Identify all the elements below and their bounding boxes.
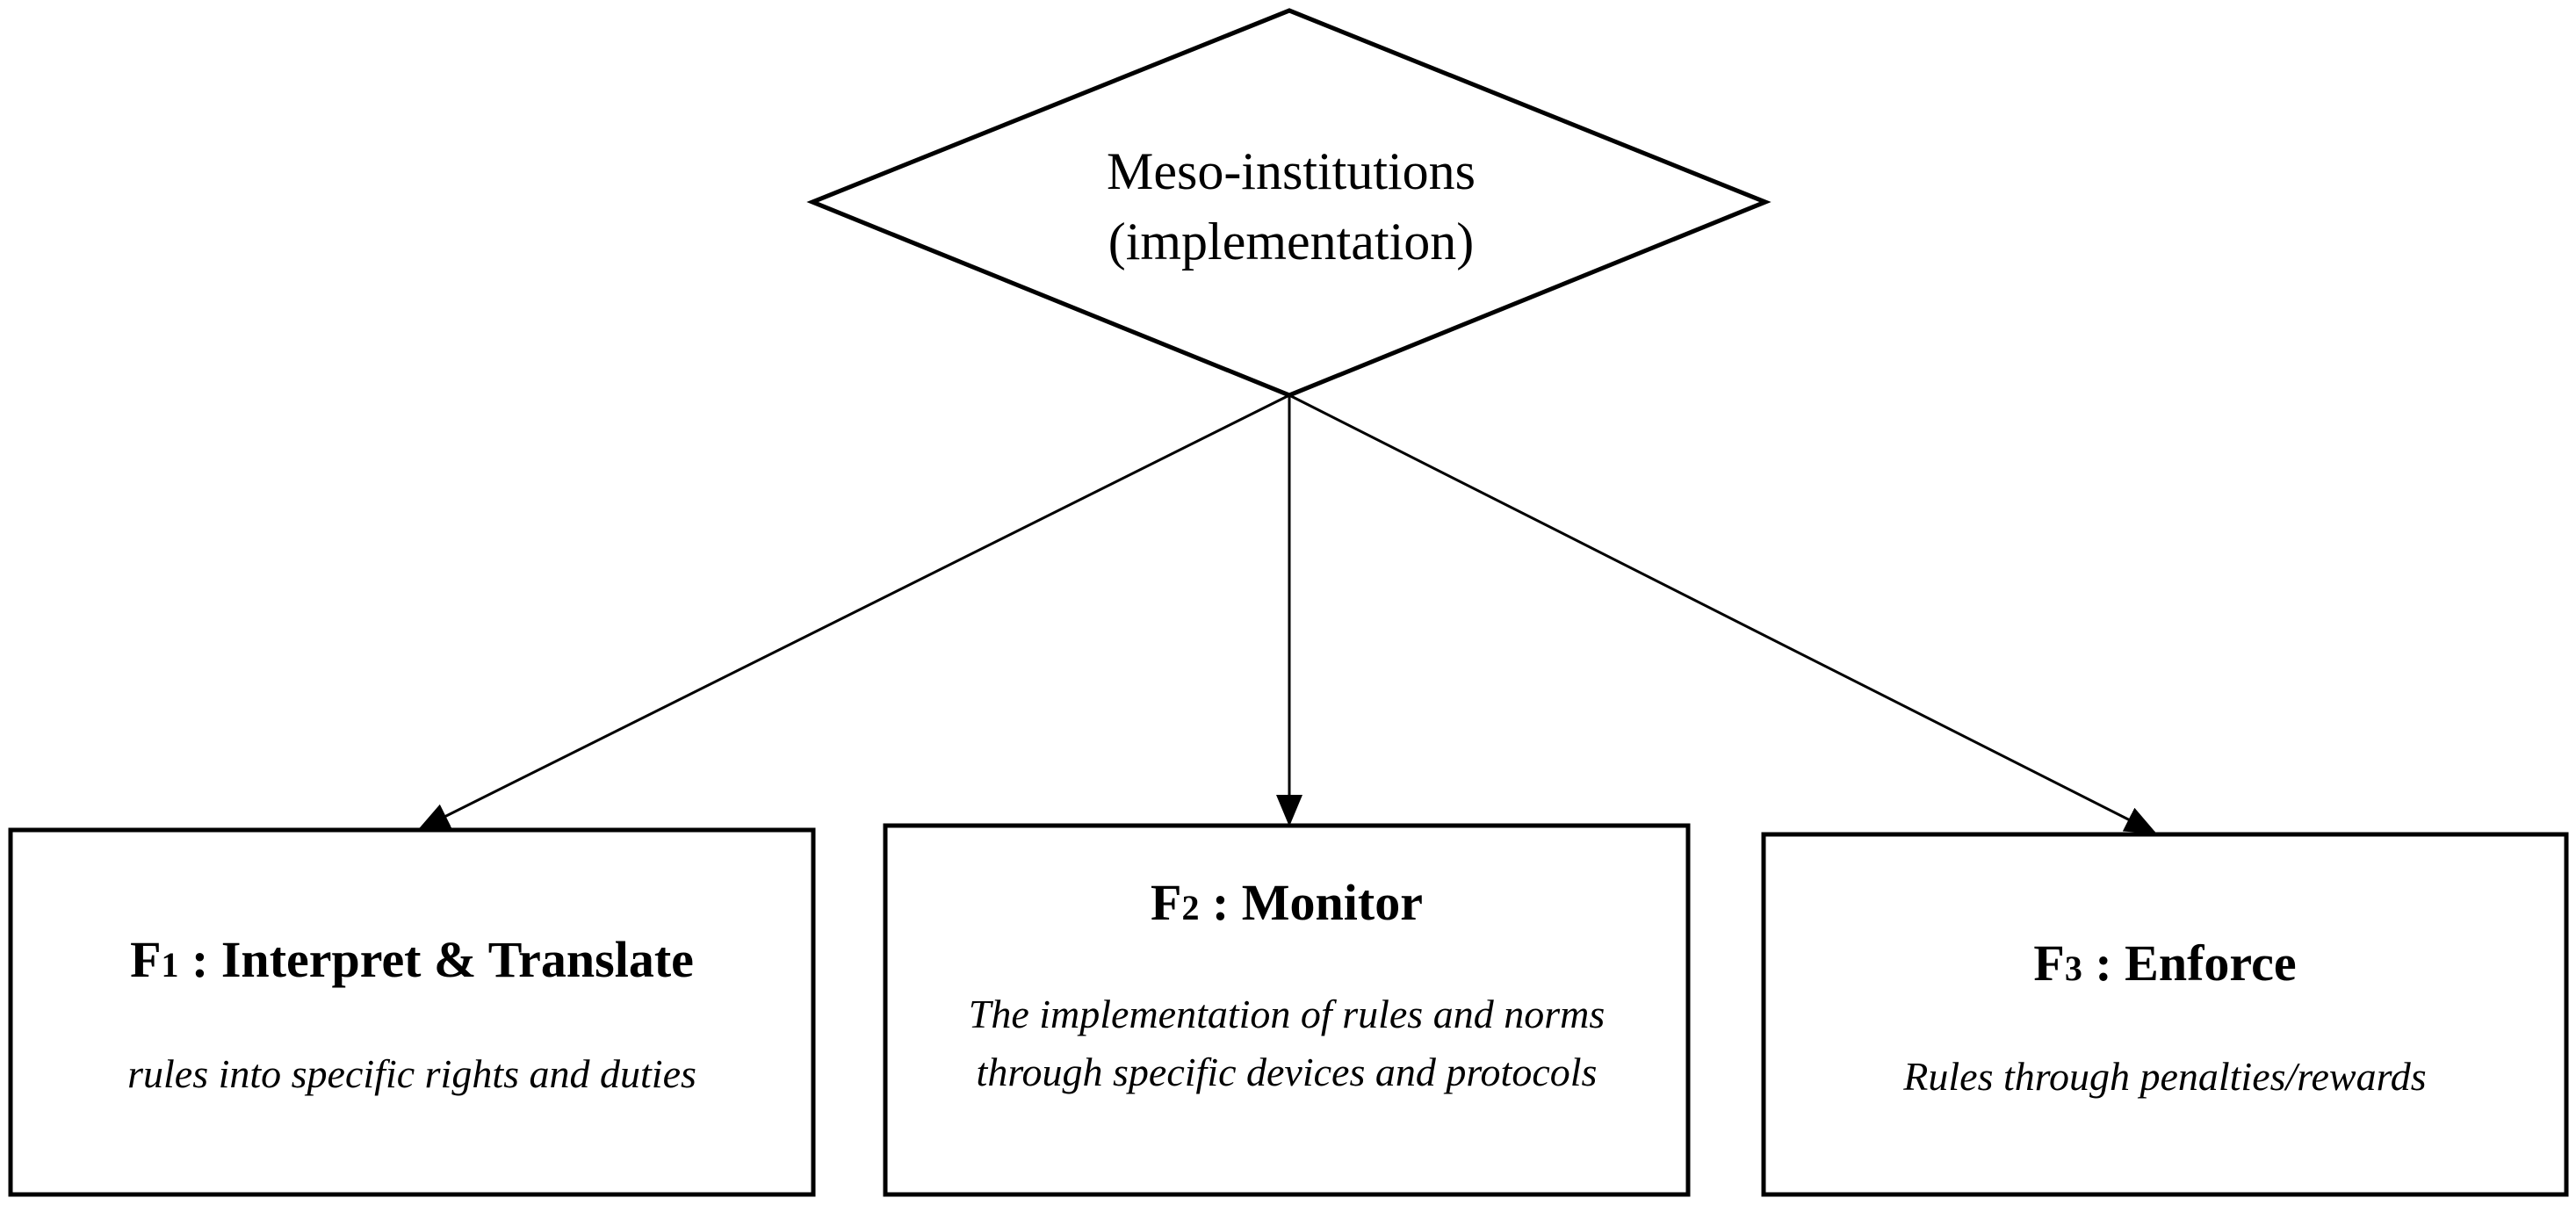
f2-title-text: : Monitor — [1199, 874, 1423, 931]
f1-box — [8, 827, 816, 1197]
meso-institutions-line2: (implementation) — [1108, 213, 1475, 271]
f2-title: F2 : Monitor — [885, 872, 1688, 939]
f2-title-subscript: 2 — [1181, 888, 1200, 927]
arrow-to-f1 — [417, 393, 1290, 831]
f1-title-text: : Interpret & Translate — [178, 931, 694, 988]
f1-description: rules into specific rights and duties — [127, 1051, 696, 1096]
f2-description: The implementation of rules and norms th… — [968, 992, 1605, 1094]
f1-title-prefix: F — [130, 931, 162, 988]
f1-title-subscript: 1 — [161, 945, 179, 985]
f1-title: F1 : Interpret & Translate — [11, 929, 813, 996]
arrow-to-f3 — [1288, 393, 2157, 834]
f2-box — [883, 823, 1691, 1197]
f3-box — [1761, 832, 2569, 1197]
f2-title-prefix: F — [1151, 874, 1182, 931]
f3-description: Rules through penalties/rewards — [1903, 1054, 2427, 1099]
f3-title-text: : Enforce — [2082, 934, 2297, 992]
f3-title: F3 : Enforce — [1764, 933, 2566, 999]
f3-title-prefix: F — [2033, 934, 2065, 992]
meso-institutions-label: Meso-institutions (implementation) — [940, 136, 1642, 277]
f3-title-subscript: 3 — [2064, 949, 2082, 988]
meso-institutions-line1: Meso-institutions — [1106, 142, 1476, 200]
